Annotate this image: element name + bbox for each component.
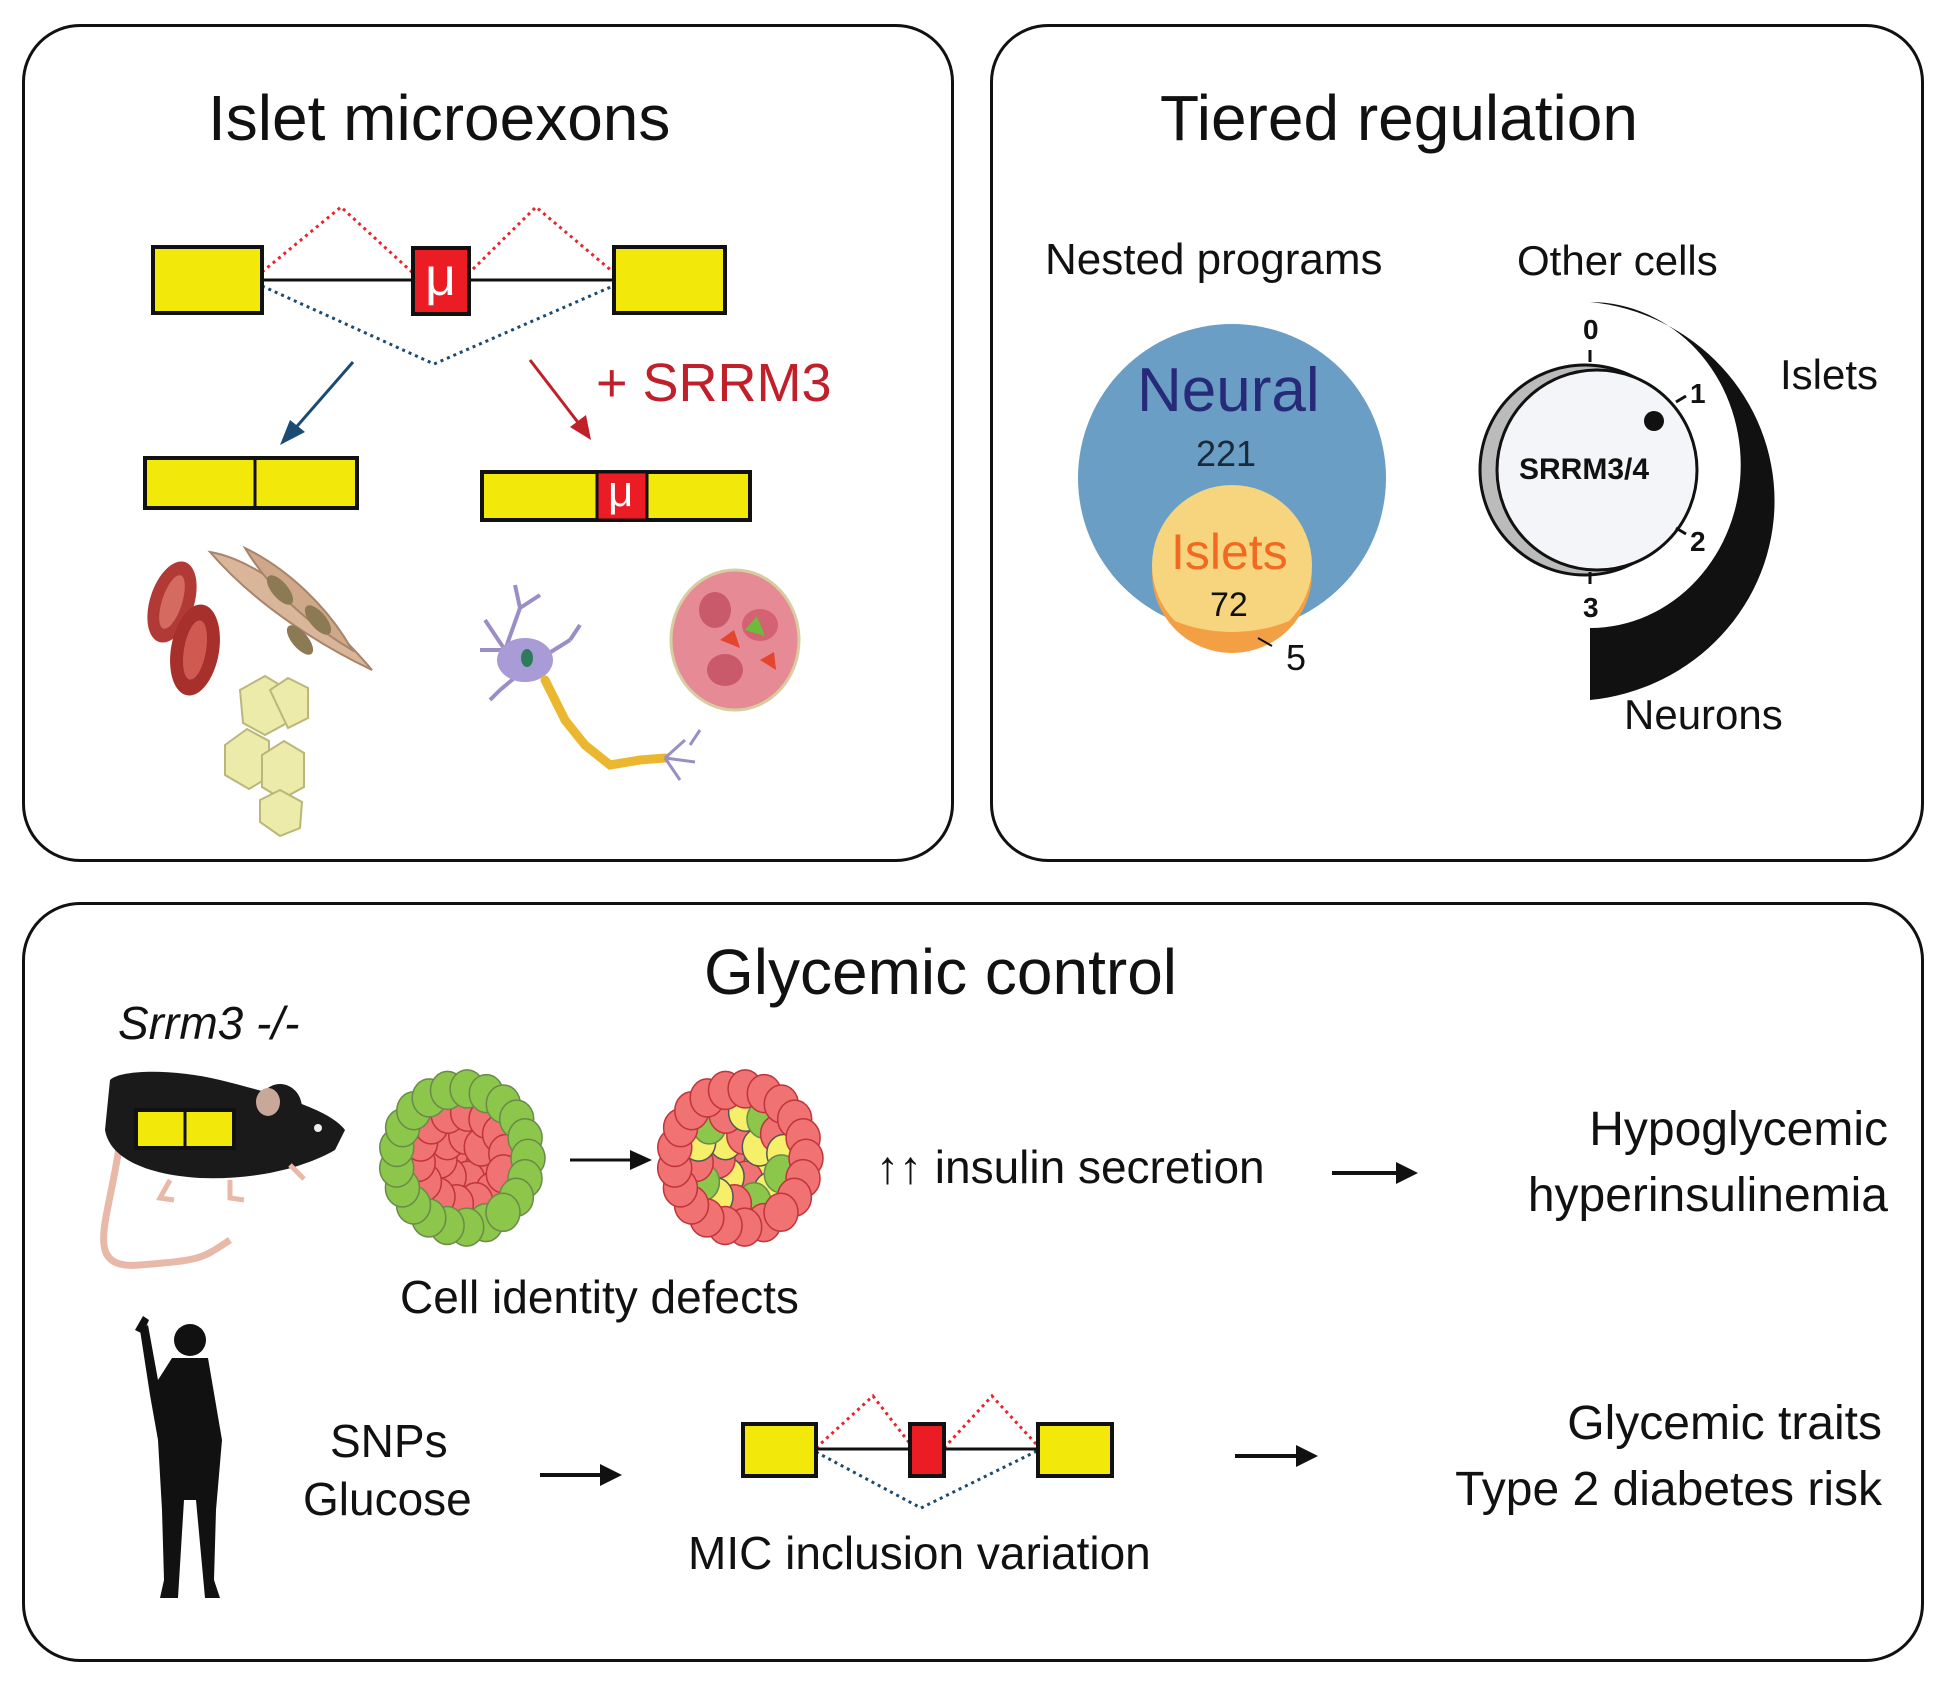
included-microexon <box>595 470 649 522</box>
islet-cell <box>763 1192 799 1233</box>
regulator-label: + SRRM3 <box>596 353 832 413</box>
insulin-outcome-arrowhead <box>1396 1162 1418 1184</box>
defective-islet-icon <box>656 1069 824 1247</box>
other-cells-label: Other cells <box>1517 237 1718 284</box>
mic-inclusion-path <box>942 1393 1039 1450</box>
human-outcome-line-1: Glycemic traits <box>1567 1397 1882 1450</box>
mouse-genotype-label: Srrm3 -/- <box>118 997 300 1049</box>
downstream-exon <box>612 245 727 315</box>
dial-center-label: SRRM3/4 <box>1519 453 1650 486</box>
mic-upstream-exon <box>741 1422 818 1478</box>
nested-programs-label: Nested programs <box>1045 235 1383 284</box>
insulin-secretion-label: ↑↑ insulin secretion <box>876 1141 1265 1193</box>
skipped-product <box>143 456 359 510</box>
panel-glycemic-control <box>22 902 1924 1662</box>
normal-islet-icon <box>378 1069 546 1247</box>
mouse-outcome-line-1: Hypoglycemic <box>1589 1103 1888 1156</box>
venn-islets-label: Islets <box>1171 524 1288 580</box>
venn-islets-count: 72 <box>1210 586 1248 624</box>
smooth-muscle-cell-icon <box>207 545 373 671</box>
dial-tick-label-3: 3 <box>1583 592 1599 623</box>
dial-neurons-label: Neurons <box>1624 691 1783 738</box>
srrm-dial <box>1478 302 1775 700</box>
mic-inclusion-path <box>814 1393 913 1450</box>
dial-indicator <box>1644 411 1664 431</box>
mic-outcome-arrowhead <box>1296 1445 1318 1467</box>
human-input-glucose: Glucose <box>303 1473 472 1525</box>
microexon-symbol: μ <box>425 247 457 307</box>
venn-islets-only-count: 5 <box>1286 637 1307 678</box>
venn-islets-circle <box>1152 485 1312 632</box>
venn-callout-line <box>1257 637 1273 647</box>
dial-islets-label: Islets <box>1780 351 1879 398</box>
neuron-icon <box>480 584 702 781</box>
mouse-icon <box>100 1071 345 1269</box>
include-arrow <box>528 359 582 426</box>
islet-histology-icon <box>669 568 801 712</box>
erythrocyte-icon <box>147 561 220 696</box>
dial-tick-label-0: 0 <box>1583 314 1599 345</box>
venn-neural-count: 221 <box>1196 433 1257 474</box>
dial-tick-1 <box>1675 394 1687 404</box>
mic-skipping-path <box>815 1449 1038 1510</box>
human-silhouette-icon <box>135 1316 222 1598</box>
dial-tick-2 <box>1675 526 1687 536</box>
mouse-outcome-line-2: hyperinsulinemia <box>1527 1169 1888 1222</box>
inclusion-path <box>261 205 416 276</box>
included-microexon-symbol: μ <box>608 467 634 516</box>
human-input-snps: SNPs <box>330 1415 448 1467</box>
mic-downstream-exon <box>1036 1422 1114 1478</box>
include-arrowhead <box>570 415 591 440</box>
panel-title-tiered-regulation: Tiered regulation <box>1160 82 1638 154</box>
venn-neural-label: Neural <box>1137 356 1320 425</box>
cell-identity-label: Cell identity defects <box>400 1271 799 1323</box>
panel-islet-microexons <box>22 24 954 862</box>
mic-inclusion-label: MIC inclusion variation <box>688 1527 1151 1579</box>
adipocyte-icon <box>224 674 309 838</box>
skip-arrow <box>290 361 355 433</box>
islet-cell <box>485 1192 521 1233</box>
islet-arrowhead <box>630 1150 652 1170</box>
panel-title-glycemic-control: Glycemic control <box>704 936 1177 1008</box>
snp-arrowhead <box>600 1464 622 1486</box>
upstream-exon <box>151 245 264 315</box>
microexon <box>411 246 471 316</box>
panel-title-islet-microexons: Islet microexons <box>208 82 671 154</box>
mic-microexon <box>908 1422 946 1478</box>
dial-range-crescent <box>1590 302 1775 700</box>
human-outcome-line-2: Type 2 diabetes risk <box>1455 1463 1882 1516</box>
inclusion-path <box>466 204 614 276</box>
dial-tick-label-2: 2 <box>1690 526 1706 557</box>
skip-arrowhead <box>280 420 305 445</box>
venn-diagram <box>1078 324 1386 653</box>
dial-tick-label-1: 1 <box>1690 378 1706 409</box>
splicing-diagram <box>143 204 801 838</box>
